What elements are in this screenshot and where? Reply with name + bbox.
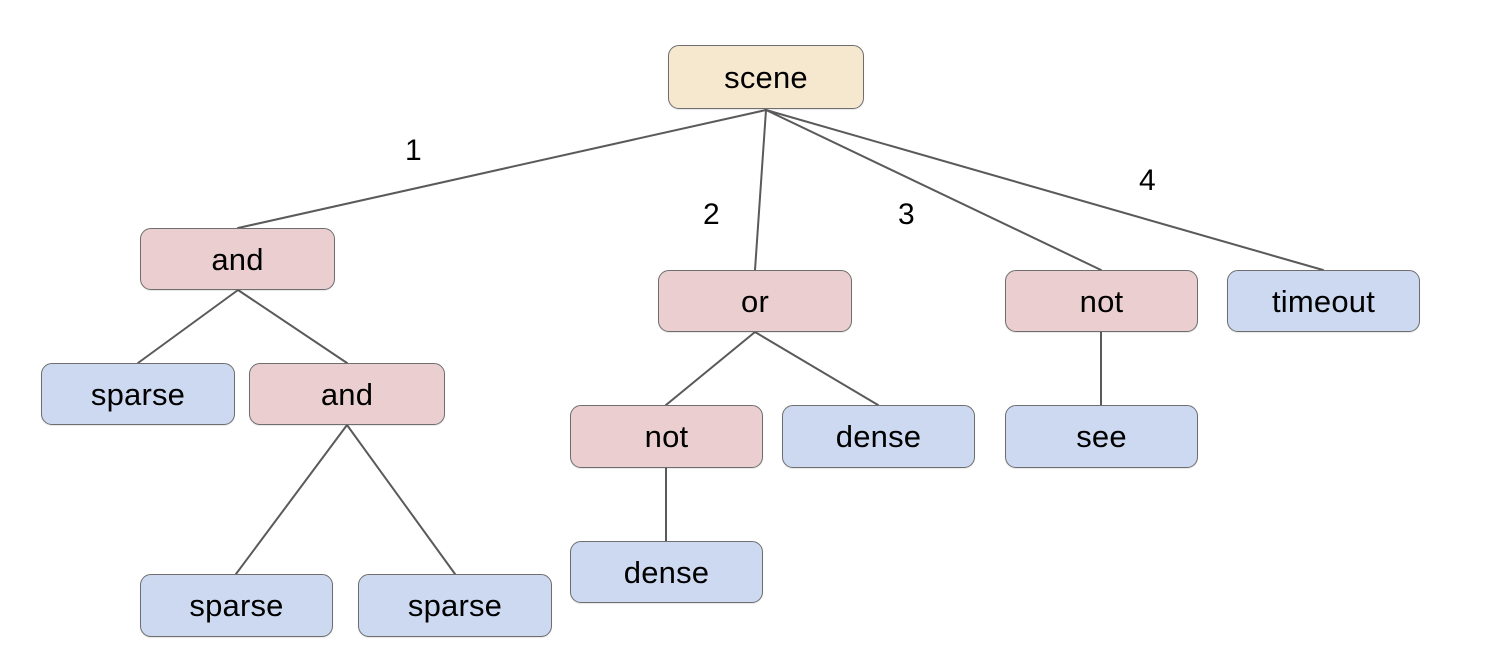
tree-node-label: scene [724, 59, 808, 95]
edge-label-4: 4 [1139, 164, 1156, 197]
tree-edge [754, 109, 767, 271]
tree-node-label: sparse [90, 376, 186, 412]
tree-node-label: sparse [189, 588, 284, 623]
tree-node-and2[interactable]: and [249, 363, 445, 425]
tree-node-label: not [1079, 283, 1124, 319]
tree-edge [235, 424, 348, 575]
tree-edge [665, 331, 756, 406]
edge-label-1: 1 [405, 134, 422, 167]
tree-node-dense1[interactable]: dense [570, 541, 763, 603]
tree-node-label: timeout [1271, 283, 1376, 319]
edge-label-2: 2 [703, 198, 720, 231]
tree-node-dense2[interactable]: dense [782, 405, 975, 468]
tree-node-label: and [211, 241, 264, 277]
tree-node-label: not [644, 419, 689, 454]
tree-node-not1[interactable]: not [570, 405, 763, 468]
tree-node-label: dense [835, 419, 922, 454]
tree-node-sparse1[interactable]: sparse [41, 363, 235, 425]
tree-node-label: or [741, 283, 769, 319]
tree-edge [765, 109, 1102, 271]
tree-node-label: see [1076, 419, 1127, 454]
edge-label-3: 3 [898, 198, 915, 231]
tree-node-or1[interactable]: or [658, 270, 852, 332]
tree-edge [237, 289, 348, 364]
tree-node-label: and [320, 376, 374, 412]
tree-node-label: sparse [407, 588, 503, 623]
tree-node-scene[interactable]: scene [668, 45, 864, 109]
tree-edge [765, 109, 1324, 271]
tree-edge [346, 424, 456, 575]
tree-node-and1[interactable]: and [140, 228, 335, 290]
tree-node-timeout1[interactable]: timeout [1227, 270, 1420, 332]
tree-node-sparse2[interactable]: sparse [140, 574, 333, 637]
tree-node-not2[interactable]: not [1005, 270, 1198, 332]
tree-node-label: dense [623, 554, 710, 590]
tree-node-sparse3[interactable]: sparse [358, 574, 552, 637]
tree-node-see1[interactable]: see [1005, 405, 1198, 468]
tree-edge [237, 109, 767, 229]
tree-edge [137, 289, 239, 364]
tree-edge [754, 331, 879, 406]
